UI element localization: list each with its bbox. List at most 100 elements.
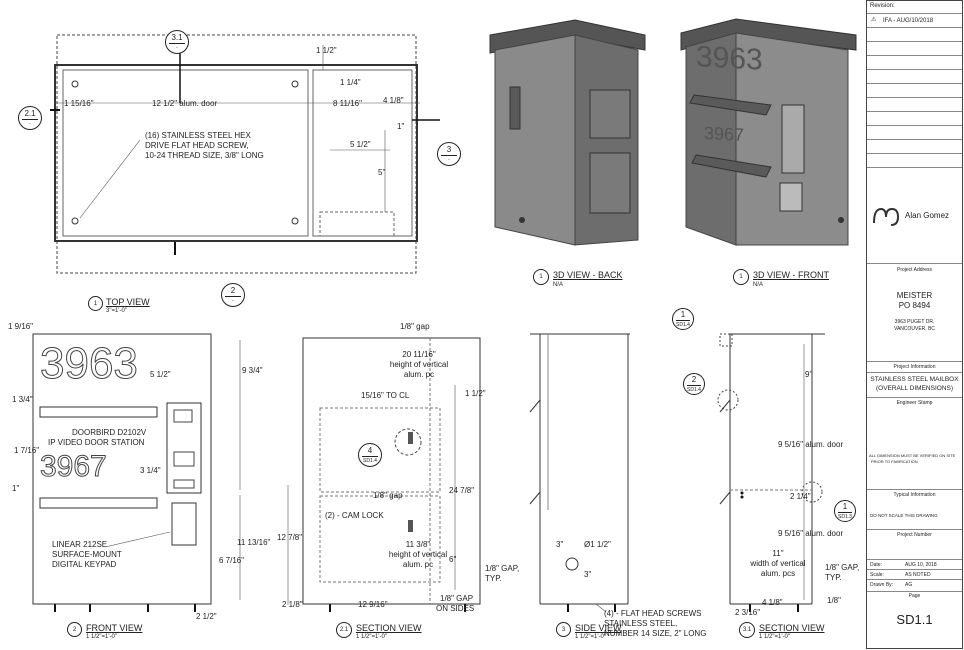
dim-label: 1 1/2"	[316, 46, 337, 55]
company-name: Alan Gomez	[905, 211, 950, 220]
dim-label: 11 3/8"	[405, 540, 431, 549]
view-title-bubble: 1	[733, 269, 749, 285]
dim-label: 24 7/8"	[449, 486, 475, 495]
view-scale: 1 1/2"=1'-0"	[759, 634, 790, 640]
screw-note: 10-24 THREAD SIZE, 3/8" LONG	[145, 151, 264, 160]
typical-info-label: Typical Information	[893, 492, 936, 498]
scale-value: AS NOTED	[905, 572, 931, 578]
scale-warning: DO NOT SCALE THIS DRAWING	[870, 513, 938, 518]
project-info: STAINLESS STEEL MAILBOX	[870, 376, 959, 383]
dim-label: 4 1/8"	[762, 598, 783, 607]
house-number-top: 3963	[40, 339, 139, 388]
dim-label: 11"	[772, 549, 784, 558]
screws-note: (4) - FLAT HEAD SCREWS	[604, 609, 702, 618]
gap-note: TYP.	[485, 574, 502, 583]
view-scale: 1 1/2"=1'-0"	[356, 634, 387, 640]
revision-entry: IFA - AUG/10/2018	[883, 18, 934, 24]
section-21-drawing	[287, 337, 481, 612]
dim-label: 3 1/4"	[140, 466, 161, 475]
gap-note: TYP.	[825, 573, 842, 582]
drawn-by-value: AG	[905, 582, 913, 588]
dim-label: alum. pcs	[760, 569, 796, 578]
scale-label: Scale:	[870, 572, 884, 578]
view-title-bubble: 3	[556, 622, 571, 637]
drawn-by-label: Drawn By:	[870, 582, 894, 588]
marker-bubble[interactable]: 3-	[437, 142, 461, 166]
gap-note: ON SIDES	[436, 604, 475, 613]
back-3d-drawing	[489, 19, 646, 246]
view-scale: N/A	[553, 282, 564, 288]
dim-label: 5"	[378, 168, 386, 177]
dim-label: 2 1/8"	[282, 600, 303, 609]
dim-label: width of vertical	[750, 559, 806, 568]
view-title-bubble: 2	[67, 622, 82, 637]
view-title-bubble: 1	[88, 296, 103, 311]
view-title: TOP VIEW	[106, 297, 150, 307]
marker-bubble[interactable]: 2.1-	[18, 106, 42, 130]
house-number-bottom: 3967	[40, 450, 108, 483]
view-title: SECTION VIEW	[759, 623, 825, 633]
project-number-label: Project Number	[897, 532, 932, 538]
view-scale: 3"=1'-0"	[106, 308, 127, 314]
dim-label: 1 7/16"	[14, 446, 40, 455]
view-title: 3D VIEW - FRONT	[753, 270, 829, 280]
dim-label: 20 11/16"	[402, 350, 436, 359]
dim-label: 9"	[805, 370, 813, 379]
view-title: 3D VIEW - BACK	[553, 270, 623, 280]
front-view-drawing	[32, 333, 241, 612]
dim-label: 9 3/4"	[242, 366, 263, 375]
dim-label: 2 3/16"	[735, 608, 761, 617]
dim-label: 2 1/2"	[196, 612, 217, 621]
dim-label: 11 13/16"	[237, 538, 271, 547]
dim-label: 6 7/16"	[219, 556, 245, 565]
dim-label: Ø1 1/2"	[584, 540, 611, 549]
project-info: (OVERALL DIMENSIONS)	[875, 385, 954, 392]
keypad-note: SURFACE-MOUNT	[52, 550, 122, 559]
view-title-bubble: 1	[533, 269, 549, 285]
dim-label: 12 7/8"	[277, 533, 303, 542]
dim-label: 9 5/16" alum. door	[778, 529, 844, 538]
front-3d-drawing	[680, 18, 857, 246]
section-31-drawing	[717, 333, 825, 612]
dim-label: alum. pc	[402, 560, 434, 569]
marker-bubble[interactable]: 2-	[221, 283, 245, 307]
dim-label: 1"	[397, 122, 405, 131]
revision-label: Revision:	[870, 3, 895, 9]
view-scale: 1 1/2"=1'-0"	[86, 634, 117, 640]
dim-label: 1 1/4"	[340, 78, 361, 87]
verify-note: PRIOR TO FABRICATION	[871, 459, 918, 464]
dim-label: 5 1/2"	[150, 370, 171, 379]
dim-label: alum. pc	[403, 370, 435, 379]
house-number-bottom: 3967	[704, 122, 745, 146]
view-title: SIDE VIEW	[575, 623, 622, 633]
dim-label: 1 1/2"	[465, 389, 486, 398]
dim-label: 9 5/16" alum. door	[778, 440, 844, 449]
dim-label: 1/8"	[827, 596, 841, 605]
marker-bubble[interactable]: 3.1-	[165, 30, 189, 54]
dim-label: 5 1/2"	[350, 140, 371, 149]
dim-label: 8 11/16"	[333, 99, 362, 108]
screws-note: NUMBER 14 SIZE, 2" LONG	[604, 629, 707, 638]
project-number: PO 8494	[898, 301, 931, 310]
house-number-top: 3963	[696, 40, 763, 77]
dim-label: 12 1/2" alum. door	[152, 99, 218, 108]
dim-label: 2 1/4"	[790, 492, 811, 501]
dim-label: 3"	[556, 540, 564, 549]
view-scale: N/A	[753, 282, 764, 288]
screws-note: STAINLESS STEEL,	[604, 619, 678, 628]
dim-label: 1/8" gap	[373, 491, 403, 500]
page-number: SD1.1	[896, 612, 933, 627]
dim-label: 1 3/4"	[12, 395, 33, 404]
dim-label: 1"	[12, 484, 20, 493]
view-scale: 1 1/2"=1'-0"	[575, 634, 606, 640]
dim-label: 3"	[584, 570, 592, 579]
doorbird-note: IP VIDEO DOOR STATION	[48, 438, 145, 447]
view-title: FRONT VIEW	[86, 623, 143, 633]
date-label: Date:	[870, 562, 882, 568]
page-label: Page	[908, 593, 921, 599]
cam-lock-note: (2) - CAM LOCK	[325, 511, 384, 520]
